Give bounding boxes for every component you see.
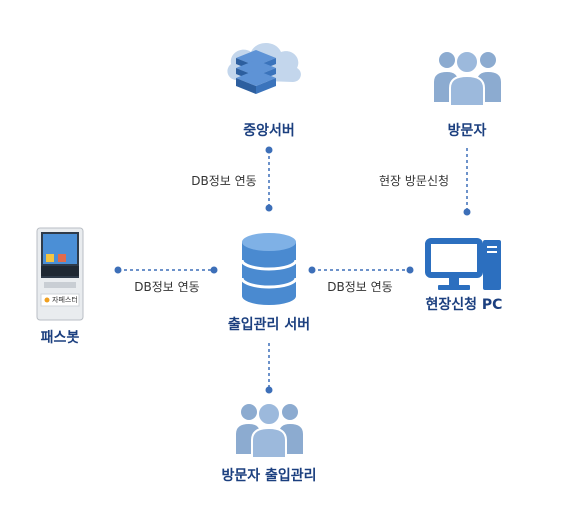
desktop-pc-icon: [425, 238, 501, 290]
edge-label-passbot-access: DB정보 연동: [132, 278, 202, 295]
connector-passbot-access: [114, 266, 218, 274]
passbot-label: 패스봇: [40, 330, 80, 346]
access-server-label: 출입관리 서버: [227, 317, 311, 333]
edge-label-visitor-pc: 현장 방문신청: [376, 172, 452, 189]
connector-access-visitor-access: [265, 343, 273, 394]
cloud-server-icon: [227, 43, 301, 94]
connector-central-access: [265, 146, 273, 212]
people-group-icon: [434, 50, 501, 107]
people-group-icon: [236, 402, 303, 459]
visitor-access-label: 방문자 출입관리: [221, 468, 317, 484]
site-pc-label: 현장신청 PC: [425, 297, 503, 313]
database-icon: [240, 233, 298, 305]
connector-pc-access: [308, 266, 414, 274]
edge-label-central-access: DB정보 연동: [189, 172, 259, 189]
central-server-label: 중앙서버: [243, 123, 295, 139]
connector-visitor-pc: [463, 148, 471, 216]
edge-label-pc-access: DB정보 연동: [325, 278, 395, 295]
kiosk-icon: [36, 227, 84, 321]
visitor-label: 방문자: [447, 123, 487, 139]
kiosk-brand-text: 자페스터: [52, 296, 78, 304]
